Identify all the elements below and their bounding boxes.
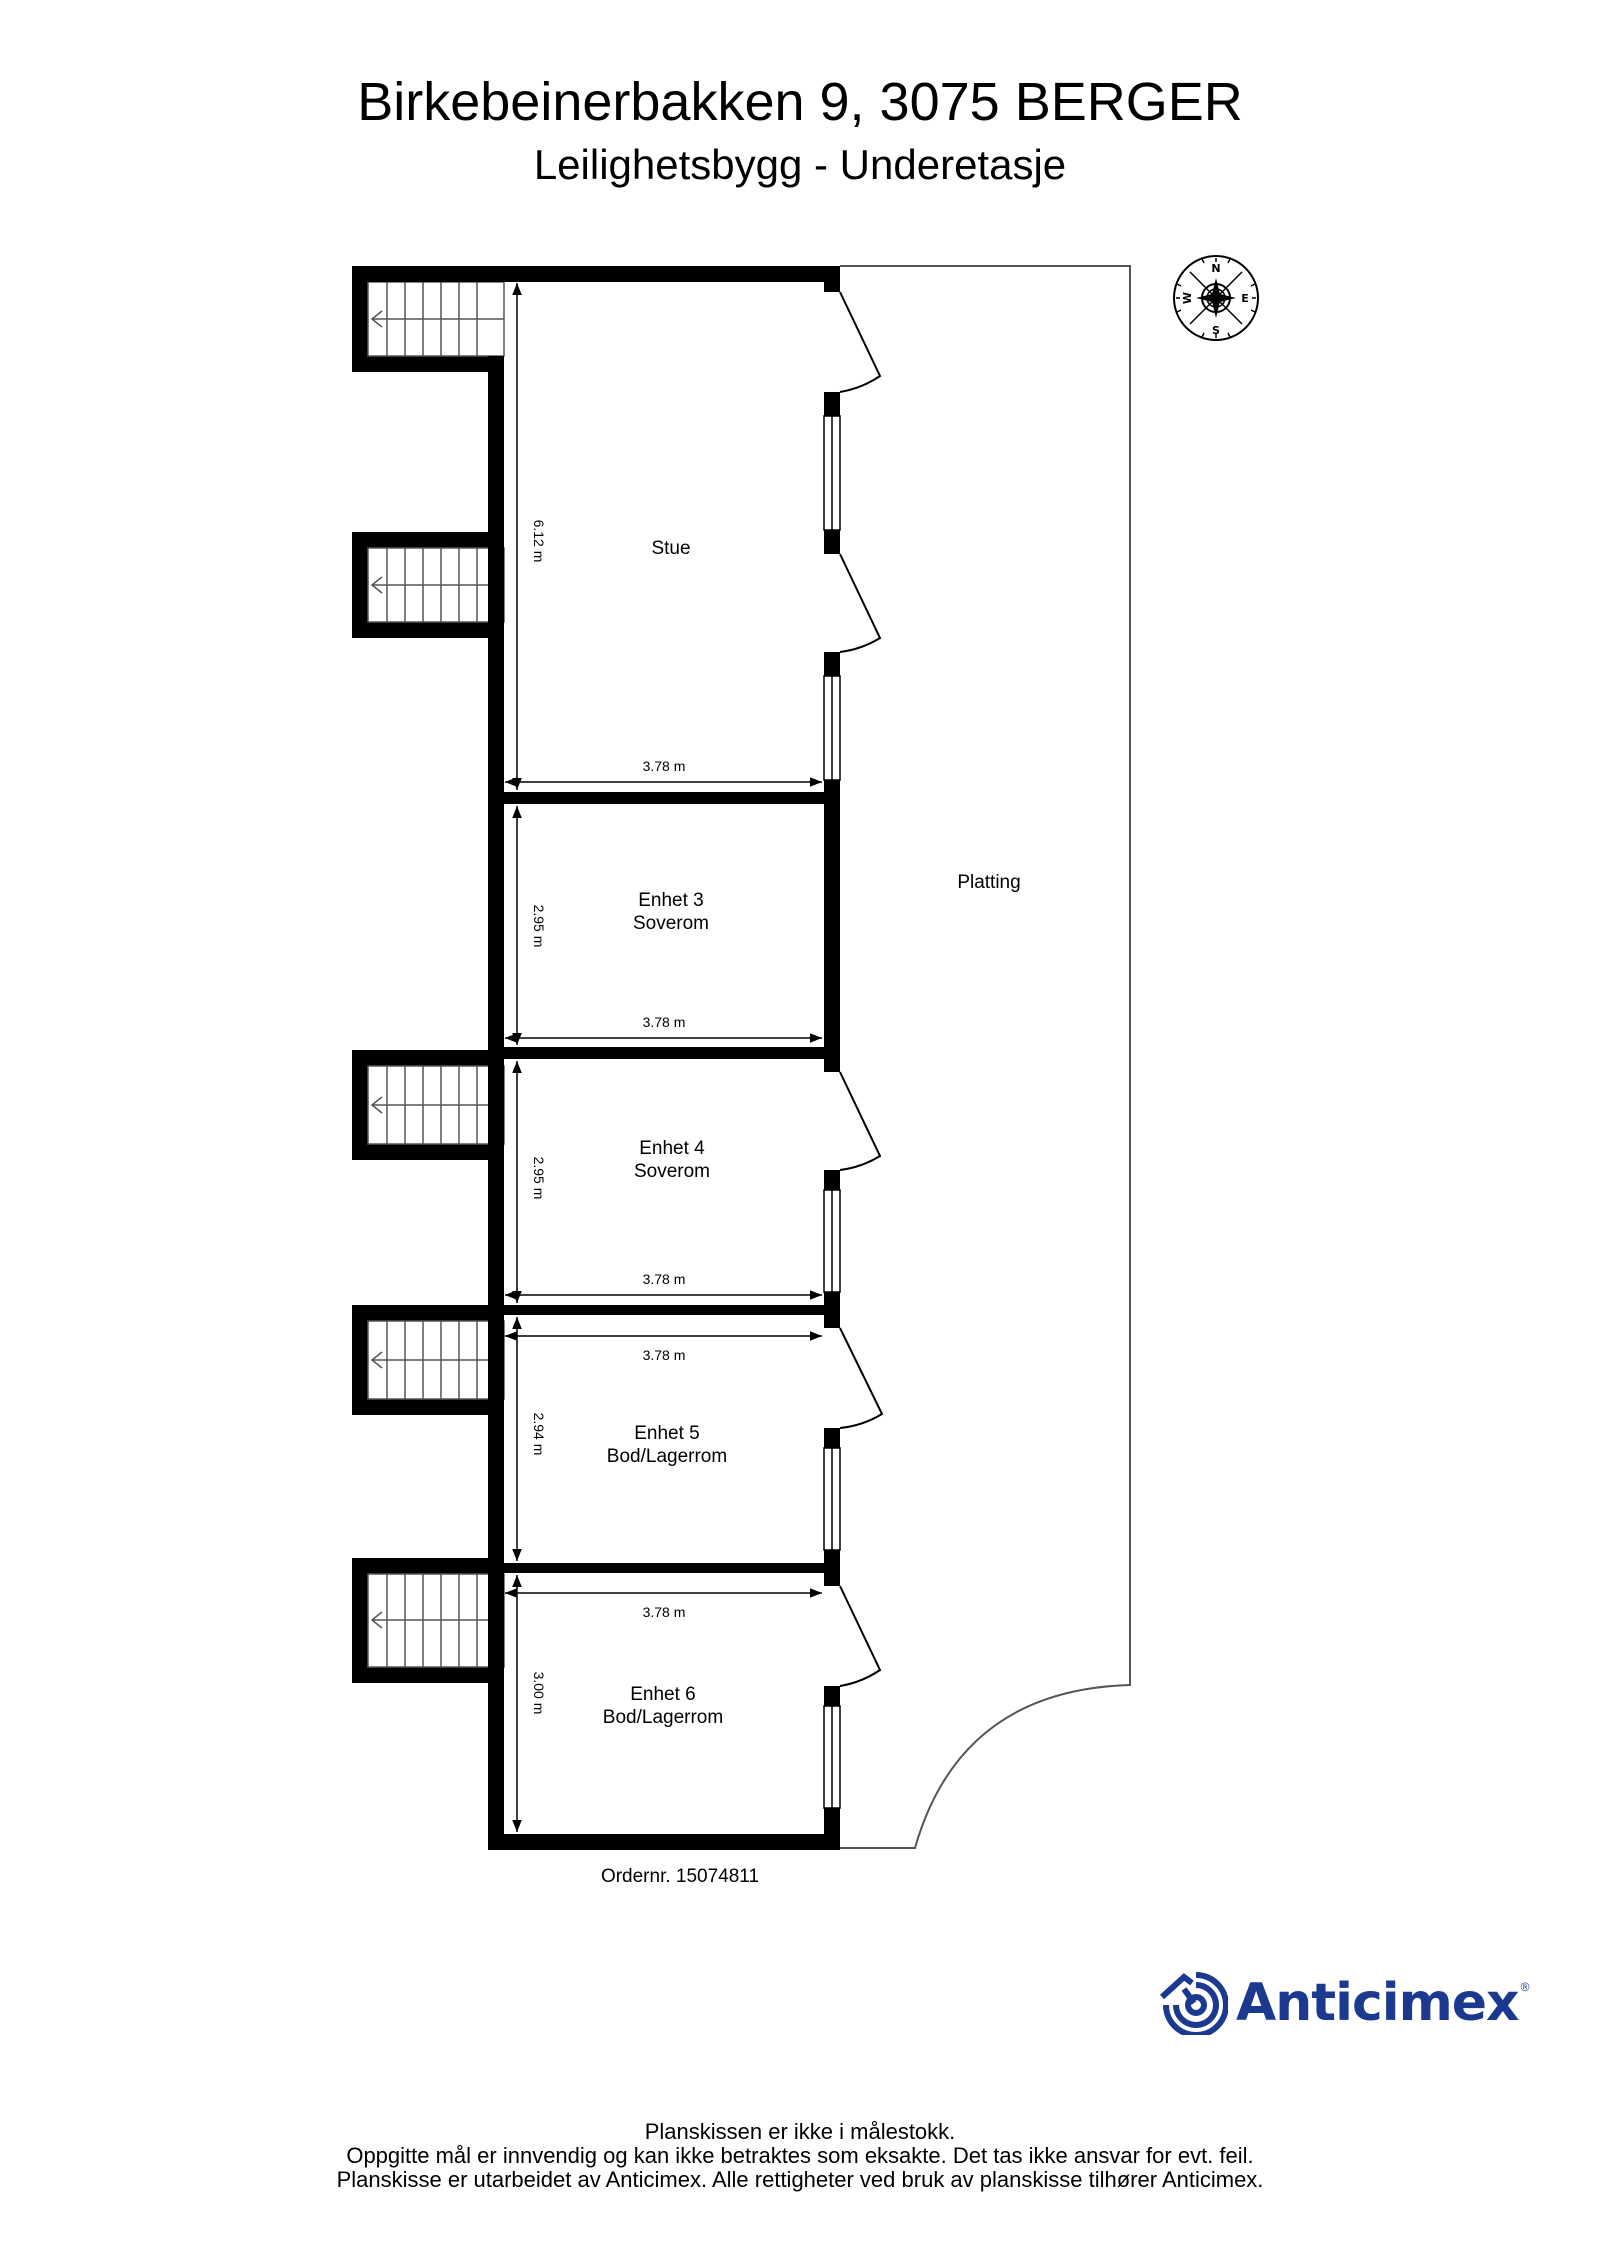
- disclaimer-line-1: Planskissen er ikke i målestokk.: [644, 2119, 956, 2144]
- compass-rose-icon: N S E W: [1173, 255, 1259, 341]
- room-type-enhet4: Soverom: [634, 1161, 710, 1182]
- door-stue-2: [839, 553, 882, 653]
- dim-stue-length: 6.12 m: [531, 520, 547, 563]
- svg-text:E: E: [1241, 292, 1249, 305]
- dim-stue-width: 3.78 m: [643, 758, 686, 774]
- platting-outline: [840, 265, 1131, 1849]
- door-enhet4: [839, 1071, 882, 1171]
- stair-walls: [352, 266, 492, 1683]
- window-enhet4: [823, 1189, 841, 1293]
- doors[interactable]: [839, 291, 884, 1687]
- svg-text:N: N: [1211, 262, 1220, 275]
- room-label-enhet5: Enhet 5: [634, 1423, 700, 1444]
- stairs-3: [367, 1065, 505, 1145]
- door-enhet6: [839, 1585, 882, 1687]
- dim-enhet4-length: 2.95 m: [531, 1157, 547, 1200]
- platting-label: Platting: [957, 872, 1020, 893]
- stairs-1: [367, 281, 505, 357]
- dim-enhet3-width: 3.78 m: [643, 1014, 686, 1030]
- stair-treads: [367, 281, 505, 1668]
- window-stue-1: [823, 415, 841, 531]
- page-subtitle: Leilighetsbygg - Underetasje: [533, 141, 1067, 188]
- dim-enhet6-length: 3.00 m: [531, 1672, 547, 1715]
- order-number: Ordernr. 15074811: [600, 1866, 760, 1887]
- room-type-enhet6: Bod/Lagerrom: [603, 1707, 723, 1728]
- room-label-enhet6: Enhet 6: [630, 1684, 696, 1705]
- dim-enhet5-width: 3.78 m: [643, 1347, 686, 1363]
- svg-text:S: S: [1212, 324, 1220, 337]
- dim-enhet5-length: 2.94 m: [531, 1413, 547, 1456]
- door-enhet5: [839, 1327, 884, 1429]
- room-label-enhet4: Enhet 4: [639, 1138, 705, 1159]
- page-title: Birkebeinerbakken 9, 3075 BERGER: [357, 72, 1243, 132]
- stairs-4: [367, 1320, 505, 1400]
- anticimex-logo-icon: [1159, 1972, 1228, 2035]
- disclaimer-line-3: Planskisse er utarbeidet av Anticimex. A…: [336, 2167, 1264, 2192]
- windows: [823, 415, 841, 1809]
- room-type-enhet3: Soverom: [633, 913, 709, 934]
- disclaimer-line-2: Oppgitte mål er innvendig og kan ikke be…: [346, 2143, 1254, 2168]
- dim-enhet6-width: 3.78 m: [643, 1604, 686, 1620]
- room-type-enhet5: Bod/Lagerrom: [607, 1446, 727, 1467]
- brand-logo: Anticimex ®: [1158, 1968, 1529, 2038]
- dim-enhet3-length: 2.95 m: [531, 905, 547, 948]
- svg-text:W: W: [1181, 292, 1194, 304]
- dim-enhet4-width: 3.78 m: [643, 1271, 686, 1287]
- building-walls: [352, 266, 840, 1850]
- stairs-5: [367, 1573, 505, 1668]
- window-stue-2: [823, 675, 841, 781]
- stairs-2: [367, 547, 505, 623]
- window-enhet5: [823, 1447, 841, 1551]
- room-label-stue: Stue: [651, 538, 690, 559]
- window-enhet6: [823, 1705, 841, 1809]
- disclaimer: Planskissen er ikke i målestokk. Oppgitt…: [0, 2120, 1600, 2192]
- dimension-lines: [505, 283, 822, 1832]
- brand-name: Anticimex: [1236, 1973, 1520, 2033]
- room-label-enhet3: Enhet 3: [638, 890, 704, 911]
- registered-mark: ®: [1520, 1980, 1530, 1994]
- door-stue-1: [839, 291, 882, 393]
